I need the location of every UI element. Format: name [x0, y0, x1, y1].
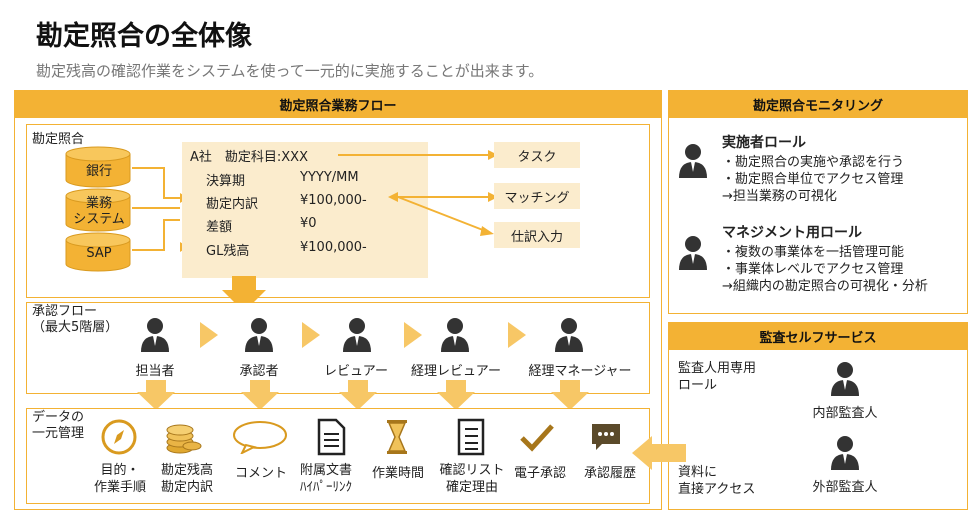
monitoring-panel [668, 118, 968, 314]
role-reviewer: レビュアー [324, 364, 388, 379]
sheet-val-breakdown: ¥100,000- [300, 193, 367, 208]
data-item-balance: 勘定残高 勘定内訳 [160, 463, 213, 495]
person-icon [831, 436, 859, 470]
data-sources [65, 146, 131, 272]
down-arrow-icon [339, 380, 377, 410]
source-business-system: 業務 システム [73, 196, 125, 227]
role-management-line: ・事業体レベルでアクセス管理 [722, 262, 904, 277]
sheet-key-period: 決算期 [206, 174, 246, 189]
role-keiri-manager: 経理マネージャー [528, 364, 632, 379]
page-title: 勘定照合の全体像 [36, 21, 252, 52]
sheet-key-gl: GL残高 [206, 244, 250, 259]
data-item-comment: コメント [234, 466, 287, 481]
sheet-header: A社 勘定科目:XXX [190, 150, 308, 165]
down-arrow-icon [137, 380, 175, 410]
role-title-management: マネジメント用ロール [722, 225, 862, 241]
data-item-approval-history: 承認履歴 [583, 466, 636, 481]
role-performer-line: ・勘定照合単位でアクセス管理 [722, 172, 904, 187]
compass-icon [101, 419, 137, 455]
chevron-right-icon [508, 322, 526, 348]
audit-access-label: 資料に 直接アクセス [678, 465, 756, 497]
sheet-val-diff: ¥0 [300, 216, 317, 231]
down-arrow-icon [551, 380, 589, 410]
person-icon [343, 318, 371, 352]
person-icon [441, 318, 469, 352]
sheet-val-period: YYYY/MM [300, 170, 359, 185]
left-arrow-icon [632, 436, 686, 470]
action-journal-entry: 仕訳入力 [494, 222, 580, 248]
document-icon [317, 418, 346, 456]
approval-section [26, 302, 650, 394]
data-item-attachments: 附属文書 ﾊｲﾊﾟｰﾘﾝｸ [299, 463, 352, 495]
sheet-val-gl: ¥100,000- [300, 240, 367, 255]
sheet-key-diff: 差額 [206, 220, 233, 235]
bank-cylinder-icon [65, 146, 131, 188]
role-keiri-reviewer: 経理レビュアー [411, 364, 501, 379]
down-arrow-icon [241, 380, 279, 410]
sheet-key-breakdown: 勘定内訳 [206, 197, 259, 212]
chevron-right-icon [404, 322, 422, 348]
approval-label: 承認フロー （最大5階層） [32, 304, 119, 335]
audit-header: 監査セルフサービス [668, 322, 968, 350]
audit-role-label: 監査人用専用 ロール [678, 361, 757, 393]
account-sheet [182, 142, 428, 278]
data-item-purpose: 目的・ 作業手順 [93, 463, 146, 495]
auditor-internal: 内部監査人 [812, 406, 878, 421]
flow-header: 勘定照合業務フロー [14, 90, 662, 118]
recon-label: 勘定照合 [32, 132, 85, 147]
person-icon [141, 318, 169, 352]
role-shouninsha: 承認者 [239, 364, 279, 379]
action-matching: マッチング [494, 183, 580, 209]
role-management-line: ・複数の事業体を一括管理可能 [722, 245, 905, 260]
action-arrows [338, 150, 498, 236]
chevron-right-icon [302, 322, 320, 348]
monitoring-header: 勘定照合モニタリング [668, 90, 968, 118]
person-icon [555, 318, 583, 352]
sap-cylinder-icon [65, 232, 131, 272]
down-arrow-icon [437, 380, 475, 410]
auditor-external: 外部監査人 [812, 480, 878, 495]
data-item-work-time: 作業時間 [371, 466, 424, 481]
role-performer-line: ・勘定照合の実施や承認を行う [722, 155, 905, 170]
checkmark-icon [520, 424, 554, 452]
role-title-performer: 実施者ロール [722, 135, 806, 151]
page-subtitle: 勘定残高の確認作業をシステムを使って一元的に実施することが出来ます。 [36, 62, 544, 80]
down-arrow-icon [222, 276, 266, 312]
data-item-e-approval: 電子承認 [513, 466, 566, 481]
speech-bubble-icon [233, 421, 287, 454]
checklist-icon [457, 418, 485, 456]
hourglass-icon [387, 420, 407, 454]
person-icon [679, 144, 707, 178]
coins-icon [166, 424, 202, 454]
person-icon [245, 318, 273, 352]
person-icon [831, 362, 859, 396]
source-bank: 銀行 [85, 164, 112, 179]
chat-icon [592, 424, 620, 450]
role-performer-line: →担当業務の可視化 [722, 189, 837, 204]
data-item-checklist: 確認リスト 確定理由 [439, 463, 505, 495]
data-label: データの 一元管理 [32, 410, 85, 441]
source-sap: SAP [86, 246, 112, 261]
role-management-line: →組織内の勘定照合の可視化・分析 [722, 279, 928, 294]
business-system-cylinder-icon [65, 188, 131, 232]
chevron-right-icon [200, 322, 218, 348]
action-task: タスク [494, 142, 580, 168]
role-tantousha: 担当者 [135, 364, 175, 379]
audit-panel [668, 350, 968, 510]
person-icon [679, 236, 707, 270]
